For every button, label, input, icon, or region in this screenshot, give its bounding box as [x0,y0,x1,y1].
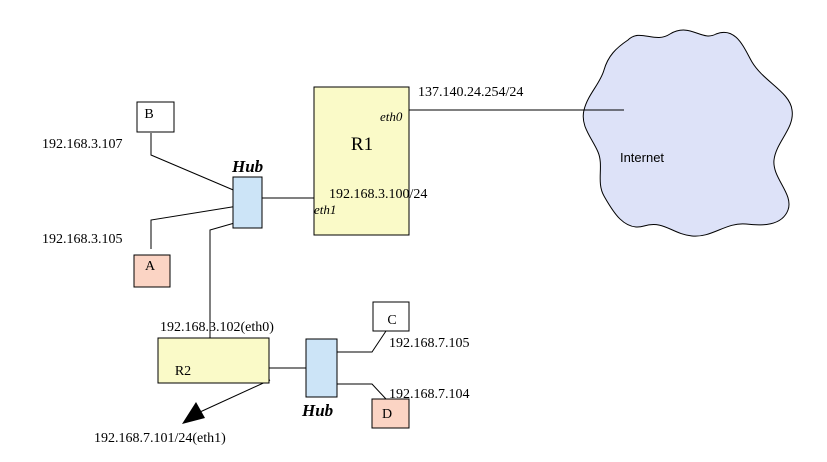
router-r1 [313,86,410,236]
router-r1-label: R1 [351,134,373,155]
host-a-label: A [145,259,156,274]
link-b-hub1 [150,133,239,193]
hub-2 [305,338,338,398]
link-hub2-c [337,330,387,353]
r1-eth0-label: eth0 [380,109,403,124]
host-b-label: B [144,107,153,122]
host-b-ip: 192.168.3.107 [42,137,123,152]
r2-eth1-ip: 192.168.7.101/24(eth1) [94,431,226,446]
host-c-ip: 192.168.7.105 [389,336,470,351]
link-hub2-d [337,383,387,400]
host-d-ip: 192.168.7.104 [389,387,470,402]
internet-cloud [582,29,793,237]
host-b [136,101,175,133]
host-d [371,398,410,429]
r2-eth0-ip: 192.168.3.102(eth0) [160,320,274,335]
host-c [372,301,410,332]
host-a [133,254,171,288]
hub-2-label: Hub [301,401,333,420]
hub-1 [232,176,263,229]
hub-1-label: Hub [231,157,263,176]
r1-eth0-ip: 137.140.24.254/24 [418,85,523,100]
router-r2 [157,337,270,384]
link-r2-eth1 [199,379,271,413]
link-hub1-r2 [209,221,239,362]
host-c-label: C [387,313,396,328]
r1-eth1-ip: 192.168.3.100/24 [329,187,427,202]
router-r2-label: R2 [175,364,191,379]
host-a-ip: 192.168.3.105 [42,232,123,247]
link-a-hub1 [150,205,239,249]
r1-eth1-label: eth1 [314,202,336,217]
internet-label: Internet [620,150,664,165]
arrow-head-icon [182,402,205,424]
host-d-label: D [382,407,392,422]
